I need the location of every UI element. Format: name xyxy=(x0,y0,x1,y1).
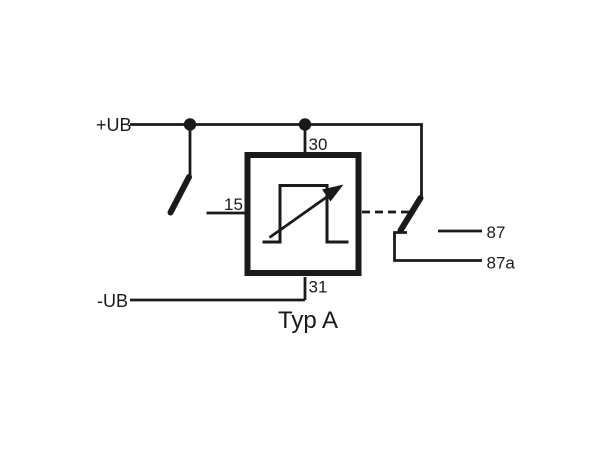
terminal-87a-contact-wire xyxy=(393,231,482,262)
terminal-31-label: 31 xyxy=(309,278,328,297)
terminal-30-label: 30 xyxy=(309,135,328,154)
relay-contact-blade-icon xyxy=(397,195,424,234)
terminal-15-label: 15 xyxy=(224,195,243,214)
supply-minus-label: -UB xyxy=(97,291,128,311)
positive-rail-wire xyxy=(130,123,423,196)
supply-plus-label: +UB xyxy=(96,115,132,135)
adjustment-arrow-shaft xyxy=(268,192,332,239)
terminal-87a-label: 87a xyxy=(487,254,516,273)
input-switch-blade-icon xyxy=(167,174,192,216)
terminal-87-label: 87 xyxy=(487,223,506,242)
adjustment-arrowhead-icon xyxy=(322,184,344,202)
pulse-waveform-icon xyxy=(262,184,349,244)
diagram-title: Typ A xyxy=(278,307,338,334)
